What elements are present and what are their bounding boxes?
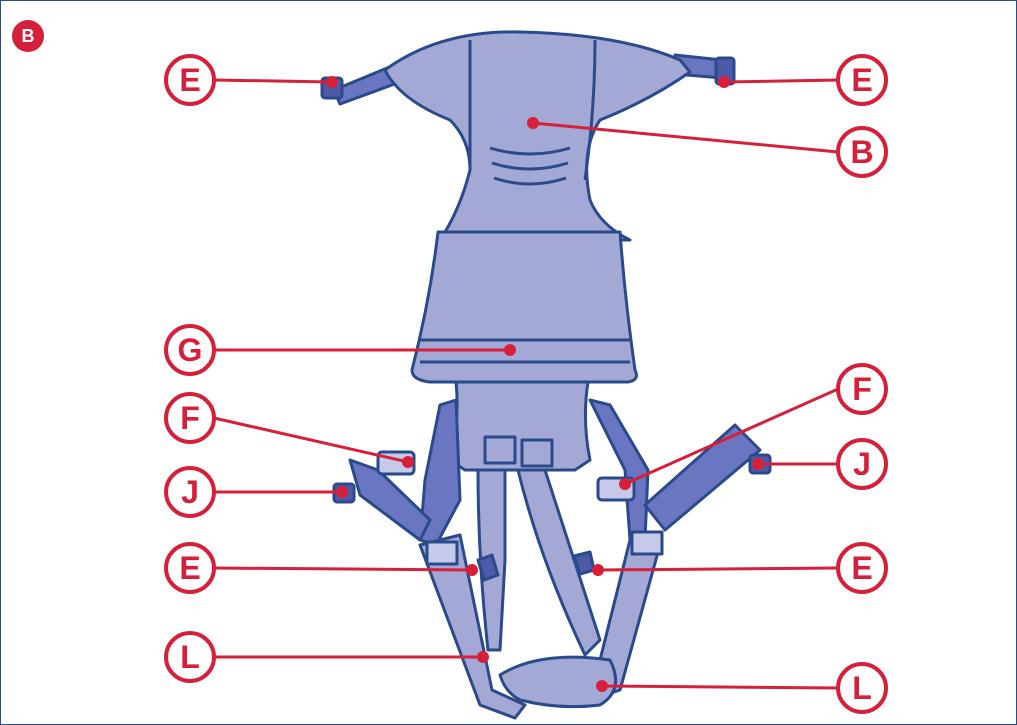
callout-letter: E — [179, 550, 200, 586]
callout-j-right: J — [752, 440, 886, 488]
callout-letter: L — [852, 670, 872, 706]
leader-dot — [336, 486, 348, 498]
leader-dot — [596, 680, 608, 692]
leader-line — [214, 568, 472, 570]
side-strap-right — [590, 400, 648, 540]
callout-letter: E — [179, 62, 200, 98]
callout-letter: F — [180, 400, 200, 436]
leader-dot — [752, 458, 764, 470]
callout-letter: E — [851, 62, 872, 98]
leader-dot — [504, 344, 516, 356]
leader-line — [602, 686, 838, 688]
callout-letter: L — [180, 639, 200, 675]
leader-line — [724, 80, 838, 82]
leader-dot — [619, 478, 631, 490]
callout-e-top-right: E — [718, 56, 886, 104]
leader-dot — [326, 76, 338, 88]
leader-dot — [402, 456, 414, 468]
callout-e-top-left: E — [166, 56, 338, 104]
callout-letter: B — [850, 134, 873, 170]
leader-dot — [592, 564, 604, 576]
callout-l-left: L — [166, 633, 489, 681]
leader-line — [214, 418, 408, 462]
callout-j-left: J — [166, 468, 348, 516]
callout-letter: G — [178, 332, 203, 368]
leader-dot — [527, 117, 539, 129]
leader-dot — [477, 651, 489, 663]
seat-panel — [412, 232, 636, 382]
leader-dot — [466, 564, 478, 576]
j-strap-right — [645, 425, 760, 530]
callout-letter: F — [852, 371, 872, 407]
lower-center-panel — [450, 382, 590, 470]
leader-line — [214, 80, 332, 82]
leader-dot — [718, 76, 730, 88]
head-support-panel — [385, 32, 690, 240]
callout-l-right: L — [596, 664, 886, 712]
leader-line — [598, 568, 838, 570]
callout-letter: J — [181, 474, 199, 510]
callout-letter: E — [851, 550, 872, 586]
callout-letter: J — [853, 446, 871, 482]
